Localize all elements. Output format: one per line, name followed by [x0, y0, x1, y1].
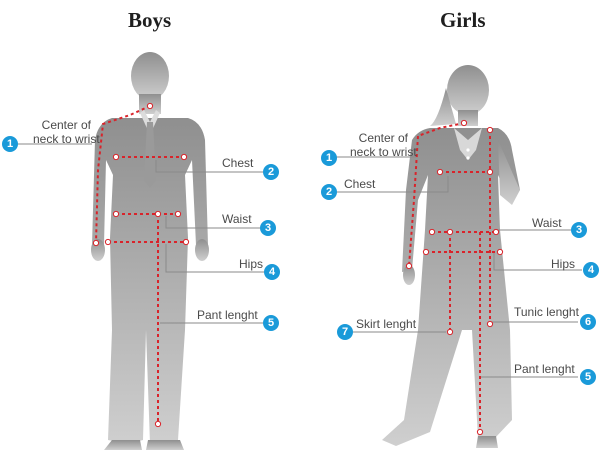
- girl-tunic-label: Tunic lenght: [514, 305, 579, 319]
- boy-point-waist-right: [174, 210, 182, 218]
- girl-chest-badge: 2: [321, 184, 337, 200]
- boy-waist-badge: 3: [260, 220, 276, 236]
- boy-tie-shape: [144, 122, 156, 188]
- girl-point-chest-left: [436, 168, 444, 176]
- girl-neck-wrist-line: [408, 122, 465, 267]
- girl-point-neck: [460, 119, 468, 127]
- boy-neck-wrist-badge: 1: [2, 136, 18, 152]
- girl-collar-shape: [454, 128, 482, 160]
- boy-point-waist-left: [112, 210, 120, 218]
- boy-pant-label: Pant lenght: [197, 308, 258, 322]
- boy-point-pant-bottom: [154, 420, 162, 428]
- girl-neck-wrist-label-line1: Center of: [358, 131, 409, 145]
- boy-point-hips-left: [104, 238, 112, 246]
- boy-point-neck: [146, 102, 154, 110]
- boy-pant-badge: 5: [263, 315, 279, 331]
- girl-skirt-label: Skirt lenght: [356, 317, 417, 331]
- boy-waist-leader: [165, 216, 266, 229]
- girl-hips-badge: 4: [583, 262, 599, 278]
- girl-skirt-badge: 7: [337, 324, 353, 340]
- girl-neck-wrist-label-line2: neck to wrist: [350, 145, 417, 159]
- girl-point-waist-right: [492, 228, 500, 236]
- girl-point-hips-left: [422, 248, 430, 256]
- girl-pant-badge: 5: [580, 369, 596, 385]
- boy-hips-leader: [165, 244, 268, 273]
- girl-button-2: [466, 156, 470, 160]
- boy-chest-leader: [155, 160, 268, 173]
- girl-chest-leader: [336, 176, 449, 193]
- boys-title: Boys: [128, 8, 172, 32]
- boy-waist-label: Waist: [222, 212, 252, 226]
- girl-waist-label: Waist: [532, 216, 562, 230]
- girl-point-waist-left: [428, 228, 436, 236]
- boy-neck-wrist-label-line2: neck to wrist: [33, 132, 100, 146]
- boy-point-wrist: [92, 239, 100, 247]
- girl-neck-wrist-label: Center of neck to wrist: [350, 131, 417, 159]
- boy-point-chest-right: [180, 153, 188, 161]
- boy-chest-label: Chest: [222, 156, 254, 170]
- boy-point-hips-right: [182, 238, 190, 246]
- girl-point-pant-bottom: [476, 428, 484, 436]
- boy-neck-wrist-line: [95, 105, 151, 244]
- girl-point-tunic-bottom: [486, 320, 494, 328]
- girl-point-skirt-bottom: [446, 328, 454, 336]
- girl-waist-badge: 3: [571, 222, 587, 238]
- girl-point-shoulder: [486, 126, 494, 134]
- girl-point-waist-mid: [446, 228, 454, 236]
- boy-hips-label: Hips: [239, 257, 264, 271]
- girl-point-chest-right: [486, 168, 494, 176]
- girl-pant-label: Pant lenght: [514, 362, 575, 376]
- girl-hips-label: Hips: [551, 257, 576, 271]
- boy-neck-wrist-label: Center of neck to wrist: [33, 118, 100, 146]
- boy-hips-badge: 4: [264, 264, 280, 280]
- girl-neck-wrist-badge: 1: [321, 150, 337, 166]
- girl-point-wrist: [405, 262, 413, 270]
- boy-point-waist-center: [154, 210, 162, 218]
- boy-neck-wrist-label-line1: Center of: [41, 118, 92, 132]
- girl-hips-leader: [493, 252, 582, 271]
- girl-chest-label: Chest: [344, 177, 376, 191]
- girl-tunic-badge: 6: [580, 314, 596, 330]
- boy-silhouette: [91, 52, 209, 450]
- boy-chest-badge: 2: [263, 164, 279, 180]
- boy-point-chest-left: [112, 153, 120, 161]
- girl-button-1: [466, 148, 470, 152]
- girls-title: Girls: [440, 8, 486, 32]
- girl-point-hips-right: [496, 248, 504, 256]
